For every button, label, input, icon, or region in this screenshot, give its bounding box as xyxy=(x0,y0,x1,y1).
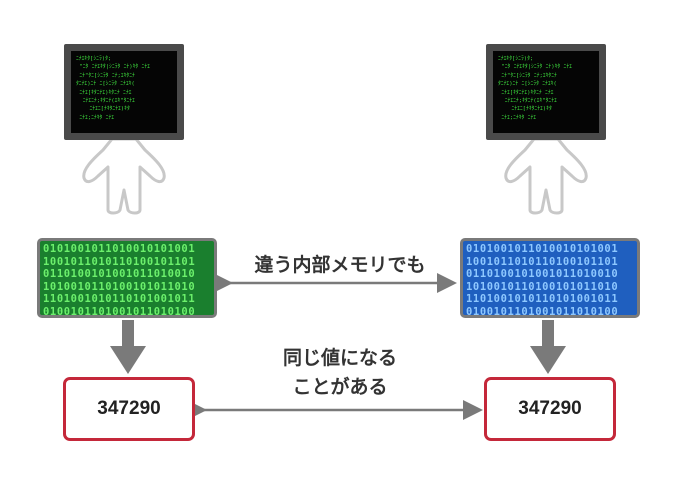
left-down-arrow xyxy=(110,320,146,374)
right-down-arrow xyxy=(530,320,566,374)
left-memory-block: 0101001011010010101001 10010110101101001… xyxy=(37,238,217,318)
right-value-box: 347290 xyxy=(484,377,616,441)
right-monitor-icon: ﾆﾅｴｷﾀ[ｼﾆﾗ)ﾀ; "ﾆﾀ ﾆﾅｴｷﾀ|ｼﾆﾗﾀ ﾆﾅ)ｷﾀ ﾆﾅｴ ﾆﾅ… xyxy=(486,44,606,140)
left-monitor-icon: ﾆﾅｴｷﾀ[ｼﾆﾗ)ﾀ; "ﾆﾀ ﾆﾅｴｷﾀ|ｼﾆﾗﾀ ﾆﾅ)ｷﾀ ﾆﾅｴ ﾆﾅ… xyxy=(64,44,184,140)
left-binary-pattern: 0101001011010010101001 10010110101101001… xyxy=(43,243,196,318)
right-memory-block: 0101001011010010101001 10010110101101001… xyxy=(460,238,640,318)
same-value-label-line1: 同じ値になる xyxy=(282,347,397,369)
different-memory-label: 違う内部メモリでも xyxy=(254,254,426,276)
left-value-box: 347290 xyxy=(63,377,195,441)
same-value-label-line2: ことがある xyxy=(292,376,388,398)
right-code-screen: ﾆﾅｴｷﾀ[ｼﾆﾗ)ﾀ; "ﾆﾀ ﾆﾅｴｷﾀ|ｼﾆﾗﾀ ﾆﾅ)ｷﾀ ﾆﾅｴ ﾆﾅ… xyxy=(493,51,599,133)
left-body-icon xyxy=(82,137,166,215)
right-body-icon xyxy=(504,137,588,215)
right-binary-pattern: 0101001011010010101001 10010110101101001… xyxy=(466,243,619,318)
left-code-screen: ﾆﾅｴｷﾀ[ｼﾆﾗ)ﾀ; "ﾆﾀ ﾆﾅｴｷﾀ|ｼﾆﾗﾀ ﾆﾅ)ｷﾀ ﾆﾅｴ ﾆﾅ… xyxy=(71,51,177,133)
